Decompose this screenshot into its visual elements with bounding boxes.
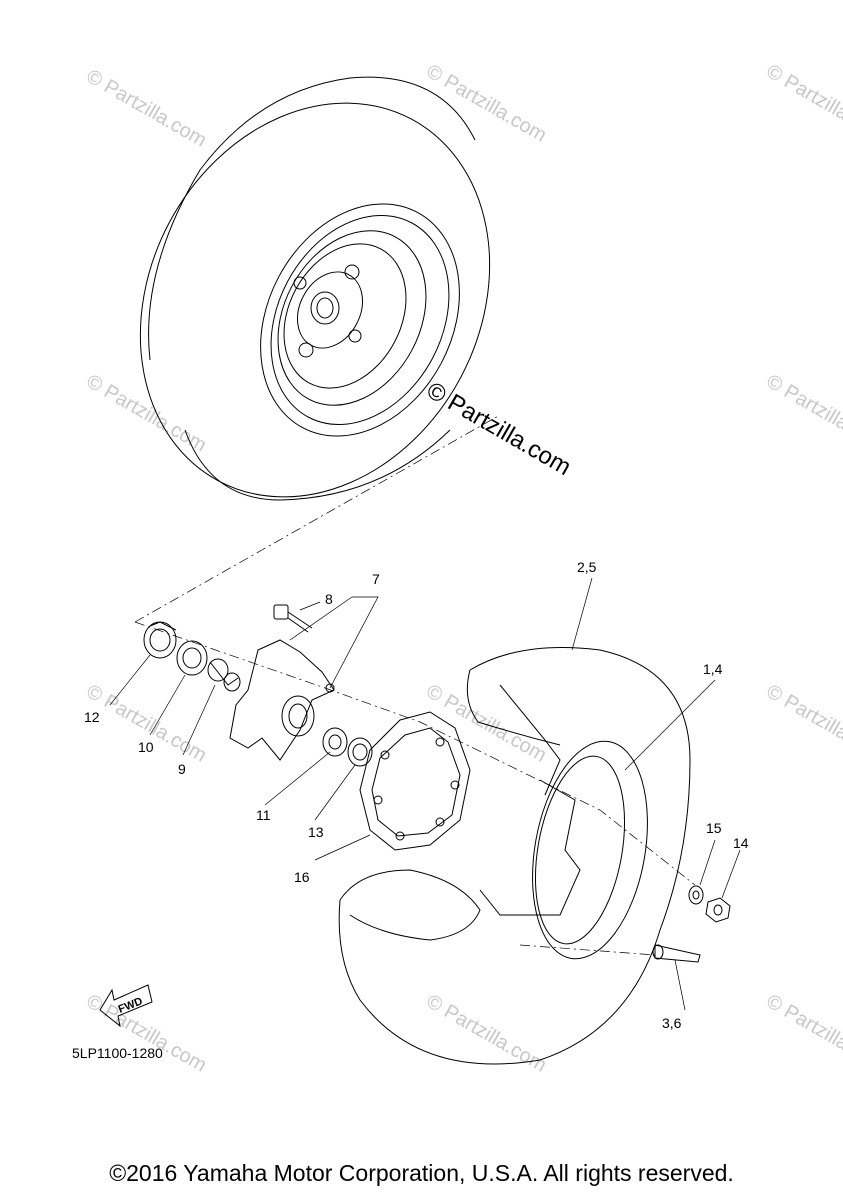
assembled-wheel xyxy=(139,76,491,501)
watermark: © Partzilla.com xyxy=(83,990,211,1076)
diagram-code: 5LP1100-1280 xyxy=(72,1045,163,1061)
callout-15: 15 xyxy=(706,820,722,836)
watermark-layer: © Partzilla.com © Partzilla.com © Partzi… xyxy=(83,60,843,1076)
oil-seal-10 xyxy=(176,640,208,676)
callout-7: 7 xyxy=(372,571,380,587)
watermark: © Partzilla.com xyxy=(423,60,551,146)
watermark: © Partzilla.com xyxy=(763,680,843,766)
watermark: © Partzilla.com xyxy=(763,990,843,1076)
watermark: © Partzilla.com xyxy=(83,65,211,151)
callout-14: 14 xyxy=(733,835,749,851)
callout-labels: 7 8 12 10 9 11 13 16 2,5 1,4 15 14 3,6 xyxy=(84,559,749,1031)
callout-3-6: 3,6 xyxy=(662,1015,682,1031)
exploded-wheel xyxy=(338,647,691,1065)
collar-9 xyxy=(207,658,241,692)
watermark-center: © Partzilla.com xyxy=(422,377,576,481)
oil-seal-13 xyxy=(347,737,373,767)
callout-8: 8 xyxy=(325,591,333,607)
callout-13: 13 xyxy=(308,824,324,840)
bolt-8 xyxy=(273,604,313,633)
plate-16 xyxy=(359,711,471,851)
watermark: © Partzilla.com xyxy=(763,370,843,456)
hub-7 xyxy=(229,639,335,761)
callout-11: 11 xyxy=(256,807,271,823)
callout-1-4: 1,4 xyxy=(703,661,723,677)
nut-14 xyxy=(705,897,731,923)
callout-9: 9 xyxy=(178,761,186,777)
copyright-notice: ©2016 Yamaha Motor Corporation, U.S.A. A… xyxy=(109,1160,734,1186)
watermark: © Partzilla.com xyxy=(763,60,843,146)
valve-3-6 xyxy=(652,944,701,963)
callout-10: 10 xyxy=(138,739,154,755)
callout-16: 16 xyxy=(294,869,310,885)
callout-2-5: 2,5 xyxy=(577,559,597,575)
leader-lines xyxy=(109,577,741,1011)
bearing-12 xyxy=(143,621,177,659)
axis-lines xyxy=(134,414,696,956)
bearing-11 xyxy=(322,727,348,757)
washer-15 xyxy=(688,885,704,905)
callout-12: 12 xyxy=(84,709,100,725)
